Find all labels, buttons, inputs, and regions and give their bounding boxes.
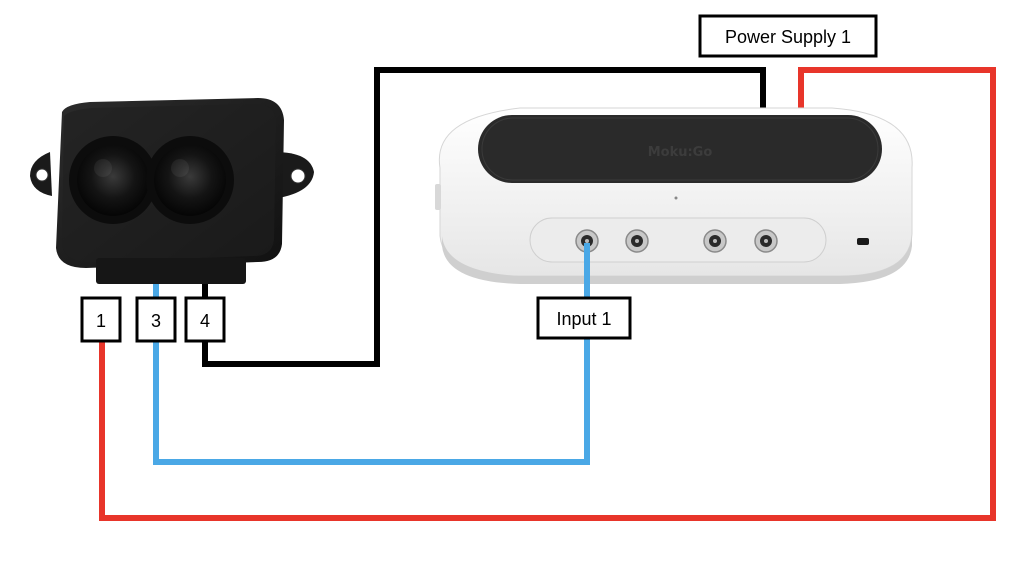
- svg-text:3: 3: [151, 311, 161, 331]
- bnc-connector-out2: [754, 229, 778, 253]
- bnc-connector-out1: [703, 229, 727, 253]
- input-label: Input 1: [536, 296, 632, 340]
- svg-text:Power Supply 1: Power Supply 1: [725, 27, 851, 47]
- lidar-sensor-icon: [30, 98, 314, 284]
- svg-text:Input 1: Input 1: [556, 309, 611, 329]
- bnc-connector-in2: [625, 229, 649, 253]
- black-wire: [202, 67, 766, 367]
- device-brand-text: Moku:Go: [648, 145, 713, 160]
- pin-1-label: 1: [80, 296, 122, 343]
- blue-wire: [153, 243, 590, 465]
- svg-text:4: 4: [200, 311, 210, 331]
- pin-3-label: 3: [135, 296, 177, 343]
- power-supply-label: Power Supply 1: [698, 14, 878, 58]
- moku-go-device-icon: Moku:Go: [435, 107, 913, 284]
- pin-4-label: 4: [184, 296, 226, 343]
- red-wire: [99, 67, 996, 521]
- svg-text:1: 1: [96, 311, 106, 331]
